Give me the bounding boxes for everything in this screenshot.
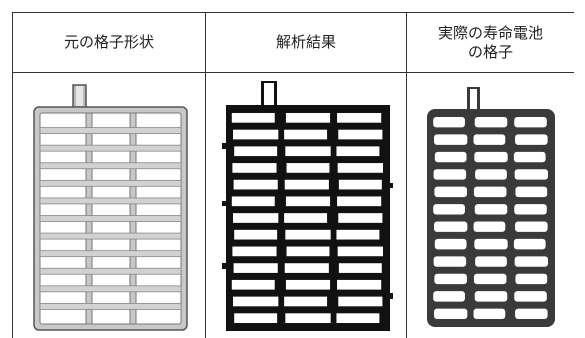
grid-opening [473, 221, 506, 232]
grid-opening [336, 313, 380, 323]
header-actual-grid-line1: 実際の寿命電池 [437, 23, 543, 42]
grid-opening [433, 169, 467, 180]
header-bottom-rule [12, 72, 574, 73]
header-analysis-result-text: 解析結果 [275, 33, 336, 51]
grid-opening [515, 273, 548, 285]
header-analysis-result: 解析結果 [206, 13, 406, 72]
grid-opening [515, 308, 548, 319]
column-divider-2 [406, 12, 407, 338]
grid-opening [284, 129, 328, 140]
grid-opening [285, 279, 331, 290]
header-actual-grid: 実際の寿命電池 の格子 [407, 13, 574, 72]
grid-opening [434, 273, 467, 285]
grid-opening [337, 196, 382, 207]
grid-opening [234, 229, 278, 240]
grid-opening [284, 213, 328, 223]
header-actual-grid-line2: の格子 [467, 42, 513, 61]
table-top-rule [12, 12, 574, 13]
grid-opening [473, 134, 506, 145]
grid-opening [514, 169, 548, 180]
grid-opening [284, 179, 329, 190]
column-divider-1 [205, 12, 206, 338]
grid-opening [514, 204, 547, 215]
grid-opening [285, 146, 331, 157]
grid-opening [434, 186, 467, 198]
grid-opening [336, 229, 380, 240]
grid-opening [234, 146, 278, 157]
grid-opening [433, 117, 465, 128]
analysis-result-image [222, 81, 393, 331]
grid-opening [284, 296, 328, 307]
grid-opening [514, 291, 547, 302]
grid-opening [514, 256, 548, 267]
grid-opening [513, 238, 546, 250]
grid-opening [234, 313, 278, 323]
grid-opening [337, 163, 383, 173]
grid-opening [434, 134, 468, 145]
grid-opening [474, 291, 508, 302]
grid-opening [434, 221, 468, 232]
grid-opening [474, 238, 508, 250]
grid-opening [336, 146, 380, 157]
grid-opening [474, 204, 508, 215]
grid-opening [231, 196, 275, 207]
grid-opening [433, 291, 465, 302]
grid-opening [233, 129, 279, 140]
grid-opening [473, 186, 507, 198]
grid-opening [515, 186, 548, 198]
grid-opening [233, 213, 279, 223]
grid-opening [473, 308, 506, 319]
grid-opening [513, 151, 546, 163]
grid-opening [285, 229, 331, 240]
grid-opening [515, 134, 548, 145]
grid-opening [514, 117, 547, 128]
actual-battery-grid-image [427, 87, 555, 327]
grid-opening [337, 113, 382, 123]
grid-opening [286, 163, 330, 173]
grid-opening [337, 246, 383, 257]
grid-opening [232, 163, 277, 173]
grid-comparison-table: 元の格子形状 解析結果 実際の寿命電池 の格子 [12, 12, 574, 338]
grid-opening [233, 179, 278, 190]
header-original-shape-text: 元の格子形状 [63, 33, 154, 51]
grid-opening [433, 256, 467, 267]
grid-opening [434, 308, 468, 319]
grid-opening [338, 129, 383, 140]
grid-opening [434, 151, 467, 163]
analysis-result-cell [206, 73, 406, 338]
grid-opening [285, 196, 331, 207]
grid-opening [233, 296, 279, 307]
grid-opening [338, 179, 382, 190]
original-grid-image [33, 84, 188, 331]
grid-opening [286, 246, 330, 257]
grid-opening [337, 279, 382, 290]
grid-opening [285, 313, 331, 323]
table-left-rule [12, 12, 13, 338]
grid-opening [232, 246, 277, 257]
grid-opening [231, 113, 275, 123]
grid-opening [433, 204, 465, 215]
grid-opening [515, 221, 548, 232]
grid-opening [338, 213, 383, 223]
grid-opening [338, 263, 382, 273]
grid-opening [434, 238, 467, 250]
grid-opening [474, 117, 508, 128]
grid-opening [285, 113, 331, 123]
grid-opening [473, 273, 507, 285]
original-grid-cell [13, 73, 205, 338]
grid-opening [474, 151, 508, 163]
grid-opening [475, 169, 507, 180]
grid-opening [233, 263, 278, 273]
grid-opening [284, 263, 329, 273]
grid-opening [231, 279, 275, 290]
actual-battery-grid-cell [407, 73, 574, 338]
grid-opening [475, 256, 507, 267]
header-original-shape: 元の格子形状 [13, 13, 205, 72]
grid-opening [338, 296, 383, 307]
